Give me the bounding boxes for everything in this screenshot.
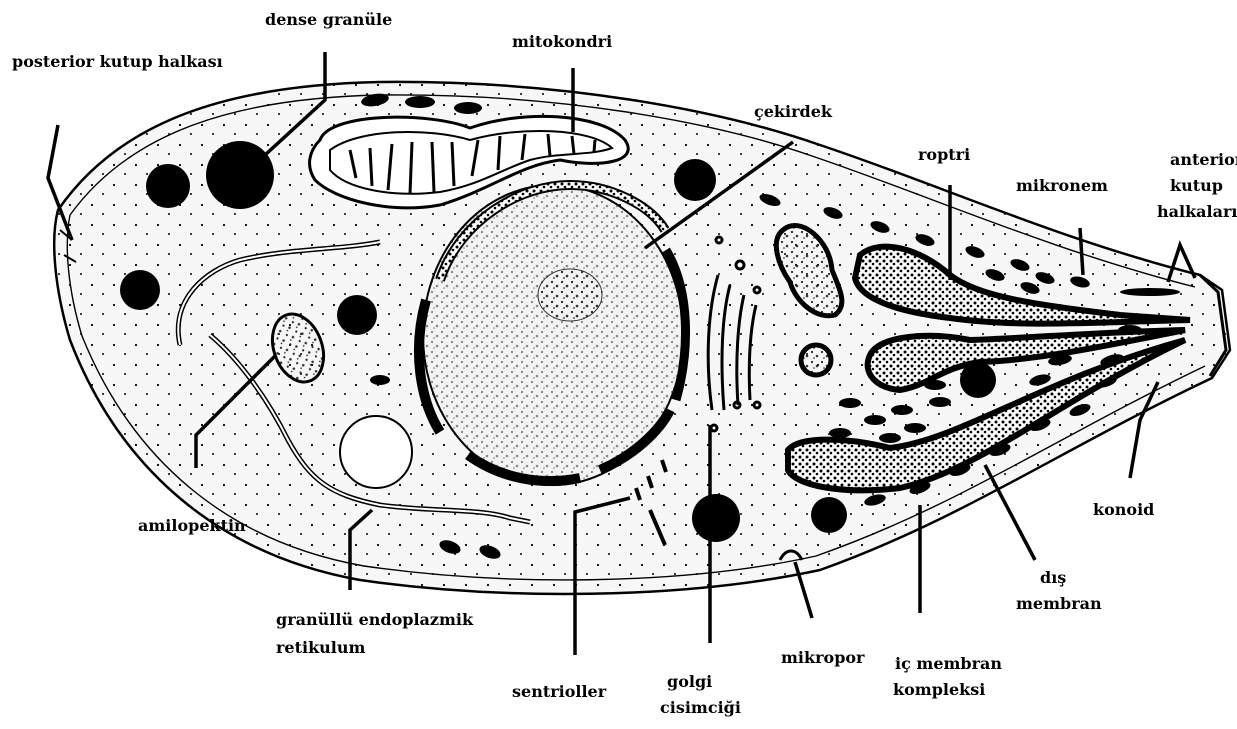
label-anterior-rings-2: kutup (1170, 174, 1223, 198)
label-mitochondria: mitokondri (512, 30, 612, 54)
label-outer-membrane-2: membran (1016, 592, 1102, 616)
label-anterior-rings-3: halkaları (1157, 200, 1237, 224)
label-posterior-ring: posterior kutup halkası (12, 50, 223, 74)
label-inner-membrane-1: iç membran (895, 652, 1002, 676)
label-granular-er-1: granüllü endoplazmik (276, 608, 473, 632)
label-conoid: konoid (1093, 498, 1154, 522)
label-micropore: mikropor (781, 646, 864, 670)
label-rhoptry: roptri (918, 143, 970, 167)
label-inner-membrane-2: kompleksi (893, 678, 985, 702)
label-amylopectin: amilopektin (138, 514, 246, 538)
organelle (801, 345, 831, 375)
label-nucleus: çekirdek (754, 100, 832, 124)
label-granular-er-2: retikulum (276, 636, 365, 660)
label-centrioles: sentrioller (512, 680, 606, 704)
label-golgi-1: golgi (667, 670, 712, 694)
label-golgi-2: cisimciği (660, 696, 741, 720)
label-microneme: mikronem (1016, 174, 1108, 198)
label-anterior-rings-1: anterior (1170, 148, 1237, 172)
nucleus (419, 185, 686, 485)
label-dense-granule: dense granüle (265, 8, 392, 32)
label-outer-membrane-1: dış (1040, 566, 1066, 590)
vacuole (340, 416, 412, 488)
